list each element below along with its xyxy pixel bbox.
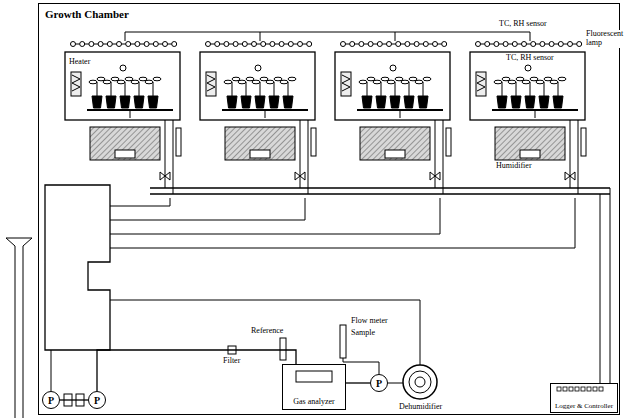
plant-chamber <box>200 42 316 195</box>
title: Growth Chamber <box>45 8 129 20</box>
sample-tube <box>388 383 403 384</box>
node-label: P <box>376 378 382 389</box>
plant-chamber <box>470 42 586 195</box>
node-label: Gas analyzer <box>293 397 335 406</box>
logger-key <box>557 387 561 391</box>
valve-manifold <box>45 185 110 350</box>
sample-tube <box>343 358 379 374</box>
logger-key <box>587 387 591 391</box>
dehumidifier-coil <box>403 365 437 399</box>
analyzer-display <box>296 371 332 382</box>
logger-key <box>575 387 579 391</box>
sample-flow-meter <box>340 325 346 358</box>
node-label: Logger & Controller <box>555 402 613 410</box>
plant-chamber <box>335 42 451 195</box>
pump-symbol: P <box>42 391 60 409</box>
reference-flow-meter <box>280 338 286 360</box>
part-label: Flow meter <box>350 317 389 326</box>
logger-box: Logger & Controller <box>550 383 618 413</box>
logger-wire <box>600 194 601 383</box>
part-label: Fluorescent lamp <box>585 30 621 48</box>
part-label: TC, RH sensor <box>498 20 548 29</box>
node-label: P <box>48 395 54 406</box>
node-label: P <box>94 395 100 406</box>
dehumidifier-coil <box>415 377 425 387</box>
part-label: TC, RH sensor <box>505 54 555 63</box>
part-label: Sample <box>350 329 376 338</box>
exhaust-pole <box>6 238 32 418</box>
control-line <box>110 198 575 248</box>
collector-line <box>150 188 610 194</box>
gas-analyzer-box: Gas analyzer <box>282 364 346 410</box>
pump-symbol: P <box>88 391 106 409</box>
dehumidifier-coil <box>409 371 431 393</box>
logger-key <box>599 387 603 391</box>
part-label: Dehumidifier <box>398 403 443 412</box>
sample-line <box>110 300 420 365</box>
tube-connector <box>346 382 370 383</box>
logger-key <box>569 387 573 391</box>
growth-chamber: Growth ChamberP P Gas analyzer P Logger & Co… <box>38 3 620 415</box>
pump-symbol: P <box>370 374 388 392</box>
part-label: Heater <box>68 58 91 67</box>
plant-chamber <box>65 42 181 195</box>
logger-key <box>563 387 567 391</box>
part-label: Reference <box>250 327 284 336</box>
logger-wire <box>610 188 611 383</box>
tube-connector <box>97 350 296 391</box>
logger-key <box>593 387 597 391</box>
part-label: Humidifier <box>495 162 533 171</box>
logger-key <box>581 387 585 391</box>
lamp-wire <box>125 32 530 41</box>
tube-connector <box>60 399 88 400</box>
part-label: Filter <box>222 357 241 366</box>
pump-line <box>51 350 52 391</box>
